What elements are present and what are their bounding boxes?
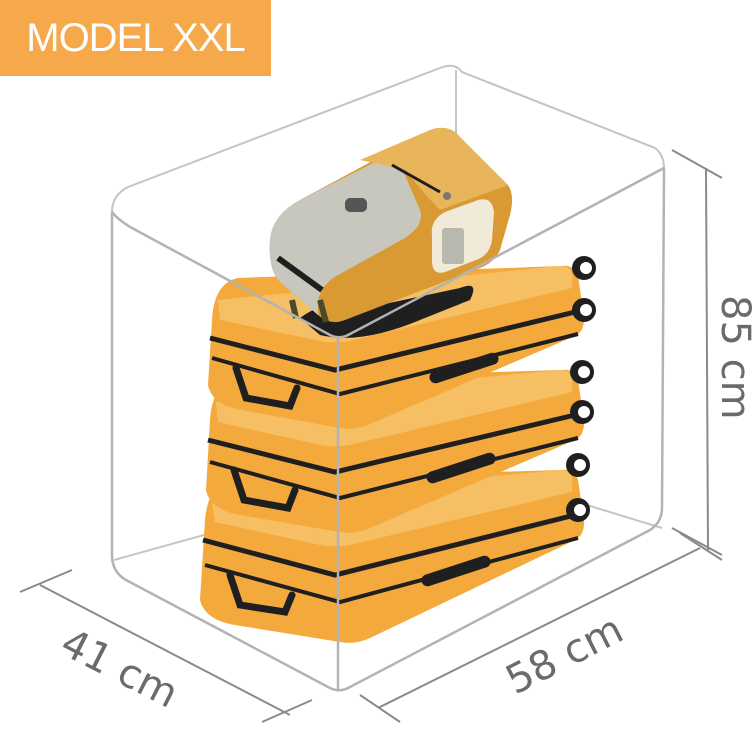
model-label: MODEL XXL <box>26 15 245 60</box>
width-label: 58 cm <box>499 606 631 704</box>
handle-icon <box>421 555 491 587</box>
handle-icon <box>232 364 301 410</box>
depth-label: 41 cm <box>53 620 185 718</box>
travel-bag-icon <box>269 127 513 338</box>
box-front-edges <box>110 166 666 692</box>
handle-icon <box>226 571 296 616</box>
model-badge: MODEL XXL <box>0 0 271 76</box>
suitcase-stack <box>200 256 596 643</box>
handle-icon <box>230 466 299 512</box>
handle-icon <box>429 352 499 384</box>
height-label: 85 cm <box>712 295 755 420</box>
dimension-lines <box>19 149 723 723</box>
handle-icon <box>426 452 496 484</box>
